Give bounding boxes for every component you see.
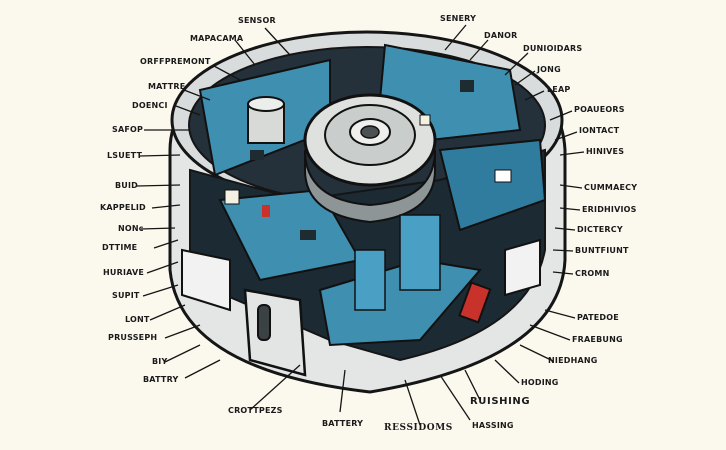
- battery-cell: [458, 281, 492, 324]
- label-hassing: HASSING: [472, 421, 514, 430]
- label-hinives: HINIVES: [586, 147, 625, 156]
- label-kappelid: KAPPELID: [100, 203, 146, 212]
- label-patedoe: PATEDOE: [577, 313, 619, 322]
- chip-3: [460, 80, 474, 92]
- label-orffpremont: ORFFPREMONT: [140, 57, 211, 66]
- label-rushing: RUISHING: [470, 396, 531, 407]
- label-ressidoms: RESSIDOMS: [384, 423, 453, 433]
- label-sensor: SENSOR: [238, 16, 276, 25]
- label-doenci: DOENCI: [132, 101, 168, 110]
- label-cummaecy: CUMMAECY: [584, 183, 638, 192]
- label-buntfiunt: BUNTFIUNT: [575, 246, 629, 255]
- chip-4: [494, 169, 512, 183]
- side-access-slot: [257, 304, 271, 341]
- label-lont: LONT: [125, 315, 150, 324]
- chip-5: [224, 189, 240, 205]
- chip-6: [262, 205, 270, 217]
- vertical-pcb-1: [354, 249, 386, 311]
- chip-2: [300, 230, 316, 240]
- label-battry: BATTRY: [143, 375, 179, 384]
- label-battery: BATTERY: [322, 419, 364, 428]
- label-supit: SUPIT: [112, 291, 140, 300]
- label-niedhang: NIEDHANG: [548, 356, 598, 365]
- side-access-door: [243, 288, 307, 377]
- label-nonc: NONc: [118, 224, 144, 233]
- label-prusseph: PRUSSEPH: [108, 333, 158, 342]
- label-senery: SENERY: [440, 14, 477, 23]
- label-leap: LEAP: [547, 85, 571, 94]
- label-biy: BIY: [152, 357, 168, 366]
- label-dttime: DTTIME: [102, 243, 138, 252]
- chip-7: [419, 114, 431, 126]
- label-fraebung: FRAEBUNG: [572, 335, 623, 344]
- capacitor-top: [247, 96, 285, 112]
- label-danor: DANOR: [484, 31, 518, 40]
- label-dunioidars: DUNIOIDARS: [523, 44, 583, 53]
- label-cromn: CROMN: [575, 269, 610, 278]
- side-panel-right: [504, 238, 541, 297]
- pcb-board-right: [438, 138, 547, 232]
- motor-housing-base: [304, 149, 436, 224]
- label-hoding: HODING: [521, 378, 559, 387]
- label-mapacama: MAPACAMA: [190, 34, 244, 43]
- side-panel-left: [181, 248, 231, 312]
- label-dictercy: DICTERCY: [577, 225, 623, 234]
- vertical-pcb-2: [399, 214, 441, 291]
- label-jong: JONG: [537, 65, 561, 74]
- label-lsuett: LSUETT: [107, 151, 143, 160]
- label-iontact: IONTACT: [579, 126, 620, 135]
- label-eridhivios: ERIDHIVIOS: [582, 205, 637, 214]
- label-buid: BUID: [115, 181, 139, 190]
- chip-1: [250, 150, 264, 160]
- label-safop: SAFOP: [112, 125, 144, 134]
- label-crottpezs: CROTTPEZS: [228, 406, 283, 415]
- label-huriave: HURIAVE: [103, 268, 145, 277]
- leader-lines: [136, 24, 585, 426]
- label-mattre: MATTRE: [148, 82, 186, 91]
- motor-axle: [360, 125, 380, 139]
- label-poaueors: POAUEORS: [574, 105, 625, 114]
